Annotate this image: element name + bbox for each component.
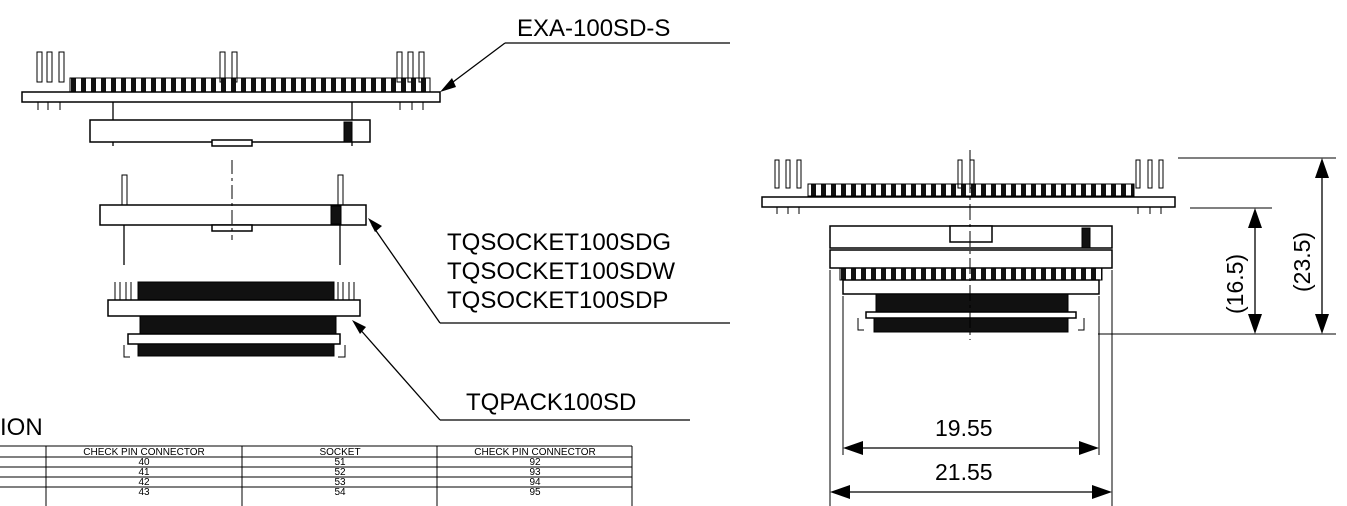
leader-lines (352, 42, 730, 421)
table-header-check-pin-2: CHECK PIN CONNECTOR (474, 447, 596, 458)
dim-inner-width: 19.55 (935, 415, 993, 441)
table-cell: 41 (138, 467, 150, 478)
table-header-check-pin-1: CHECK PIN CONNECTOR (83, 447, 205, 458)
tqpack-body (107, 281, 361, 358)
table-cell: 51 (334, 457, 346, 468)
table-cell: 43 (138, 487, 150, 498)
dim-height-short: (16.5) (1222, 254, 1248, 314)
table-cell: 53 (334, 477, 346, 488)
table-cell: 94 (529, 477, 541, 488)
label-exa-100sd-s: EXA-100SD-S (517, 15, 670, 42)
table-cell: 42 (138, 477, 150, 488)
dim-height-tall: (23.5) (1289, 232, 1315, 292)
dim-outer-width: 21.55 (935, 459, 993, 485)
exa-adapter-board (21, 51, 441, 147)
label-tqpack: TQPACK100SD (466, 389, 636, 416)
table-cell: 92 (529, 457, 541, 468)
section-title-fragment: ION (0, 414, 43, 441)
label-socket-w: TQSOCKET100SDW (447, 258, 675, 285)
table-cell: 93 (529, 467, 541, 478)
dimension-lines (829, 157, 1336, 506)
label-socket-g: TQSOCKET100SDG (447, 229, 671, 256)
table-cell: 40 (138, 457, 150, 468)
table-header-socket: SOCKET (319, 447, 360, 458)
pin-table: CHECK PIN CONNECTOR SOCKET CHECK PIN CON… (0, 445, 633, 506)
table-cell: 54 (334, 487, 346, 498)
table-cell: 95 (529, 487, 541, 498)
exploded-view (21, 42, 730, 421)
assembled-view: 19.55 21.55 (16.5) (23.5) (761, 150, 1336, 506)
table-cell: 52 (334, 467, 346, 478)
tqsocket-board (99, 160, 367, 265)
label-socket-p: TQSOCKET100SDP (447, 287, 668, 314)
